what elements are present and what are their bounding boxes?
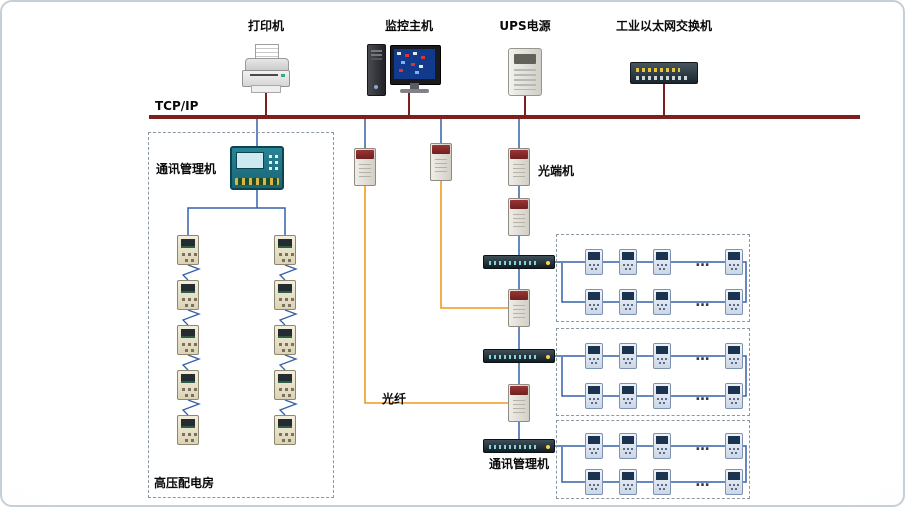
power-meter [274, 325, 296, 355]
power-meter [653, 433, 671, 459]
monitor-stand [410, 83, 419, 89]
fiber-label: 光纤 [382, 392, 407, 406]
power-meter [653, 343, 671, 369]
hub-switch-icon [483, 349, 555, 363]
power-meter [619, 249, 637, 275]
hv-room-box [148, 132, 334, 498]
hub-switch-icon [483, 439, 555, 453]
optical-terminal-icon [508, 289, 530, 327]
meter-group-box-1 [556, 234, 750, 322]
power-meter [177, 325, 199, 355]
host-label: 监控主机 [384, 19, 433, 33]
ellipsis: … [695, 438, 711, 454]
printer-icon [242, 44, 290, 94]
comm-manager-ports [235, 178, 279, 185]
power-meter [725, 383, 743, 409]
ups-icon [508, 48, 542, 96]
monitor-base [400, 89, 429, 93]
ellipsis: … [695, 388, 711, 404]
power-meter [653, 469, 671, 495]
power-meter [274, 415, 296, 445]
power-meter [653, 383, 671, 409]
power-meter [177, 280, 199, 310]
printer-label: 打印机 [247, 19, 284, 33]
power-meter [725, 249, 743, 275]
printer-tray [251, 85, 281, 93]
power-meter [653, 249, 671, 275]
power-meter [725, 289, 743, 315]
comm-manager-label-bottom: 通讯管理机 [489, 457, 550, 471]
pc-tower [367, 44, 386, 96]
power-meter [725, 433, 743, 459]
power-meter [177, 235, 199, 265]
optical-terminal-label: 光端机 [538, 164, 575, 178]
ellipsis: … [695, 474, 711, 490]
fiber-converter-icon [354, 148, 376, 186]
power-meter [653, 289, 671, 315]
power-meter [177, 415, 199, 445]
monitoring-host-icon [367, 42, 441, 96]
hub-switch-icon [483, 255, 555, 269]
power-meter [585, 433, 603, 459]
power-meter [177, 370, 199, 400]
comm-manager-label-left: 通讯管理机 [156, 162, 217, 176]
meter-group-box-2 [556, 328, 750, 416]
power-meter [585, 383, 603, 409]
power-meter [585, 249, 603, 275]
power-meter [585, 343, 603, 369]
power-meter [585, 289, 603, 315]
power-meter [274, 370, 296, 400]
power-meter [274, 235, 296, 265]
meter-group-box-3 [556, 420, 750, 499]
comm-manager-device [230, 146, 284, 190]
power-meter [619, 383, 637, 409]
hv-room-label: 高压配电房 [154, 476, 215, 490]
optical-terminal-icon [508, 148, 530, 186]
ellipsis: … [695, 294, 711, 310]
fiber-converter-icon [430, 143, 452, 181]
power-meter [619, 289, 637, 315]
power-meter [619, 469, 637, 495]
monitor-screen [394, 49, 435, 79]
tcpip-label: TCP/IP [155, 99, 199, 113]
power-meter [725, 343, 743, 369]
eth-switch-label: 工业以太网交换机 [615, 19, 712, 33]
power-meter [585, 469, 603, 495]
ellipsis: … [695, 254, 711, 270]
ellipsis: … [695, 348, 711, 364]
power-meter [619, 433, 637, 459]
power-meter [274, 280, 296, 310]
ethernet-switch-icon [630, 62, 698, 84]
power-meter [725, 469, 743, 495]
power-meter [619, 343, 637, 369]
fiber-lines [364, 181, 508, 404]
printer-body [242, 70, 290, 87]
optical-terminal-icon [508, 198, 530, 236]
ups-label: UPS电源 [499, 19, 551, 33]
optical-terminal-icon [508, 384, 530, 422]
